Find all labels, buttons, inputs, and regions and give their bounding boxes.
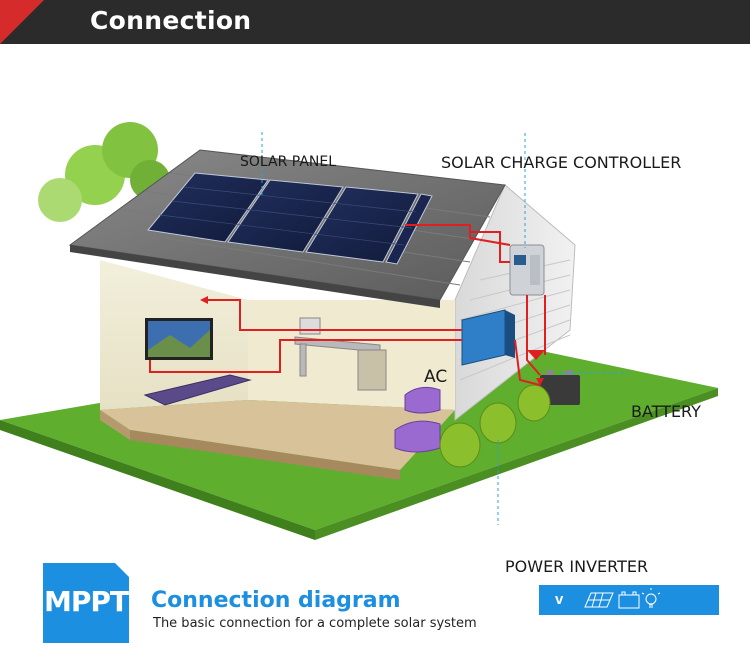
- solar-panels: [147, 172, 433, 265]
- header-accent: [0, 0, 44, 44]
- page-title: Connection: [90, 6, 252, 35]
- charge-controller: [509, 244, 545, 296]
- diagram: SOLAR PANEL SOLAR CHARGE CONTROLLER BATT…: [0, 44, 750, 576]
- label-solar-panel: SOLAR PANEL: [240, 154, 337, 170]
- floor: [100, 400, 455, 470]
- wiring: [149, 224, 546, 386]
- label-power-inverter: POWER INVERTER: [505, 557, 649, 576]
- footer-icons: [584, 588, 661, 609]
- footer-subtitle: The basic connection for a complete sola…: [153, 616, 477, 631]
- logo-fold: [115, 563, 129, 577]
- header-bar: Connection: [0, 0, 750, 44]
- shrubs: [439, 384, 551, 468]
- mppt-logo-text: MPPT: [43, 585, 129, 618]
- label-charge-controller: SOLAR CHARGE CONTROLLER: [441, 153, 682, 172]
- label-battery: BATTERY: [631, 402, 701, 421]
- wire-arrows: [200, 296, 545, 386]
- footer-title: Connection diagram: [151, 588, 401, 613]
- badge-letter: v: [555, 591, 564, 608]
- solar-panel-icon: [584, 592, 614, 608]
- bed: [143, 374, 252, 406]
- label-ac: AC: [424, 367, 448, 387]
- bulb-icon: [641, 588, 661, 608]
- tree: [38, 122, 170, 222]
- footer-badge: v: [539, 585, 719, 615]
- power-inverter: [461, 309, 515, 366]
- tv: [145, 318, 213, 360]
- chairs: [394, 386, 441, 453]
- battery-icon: [618, 591, 640, 609]
- monitor: [299, 317, 321, 335]
- leader-lines: [261, 132, 628, 525]
- house-illustration: [0, 122, 718, 540]
- mppt-logo: MPPT: [43, 563, 129, 643]
